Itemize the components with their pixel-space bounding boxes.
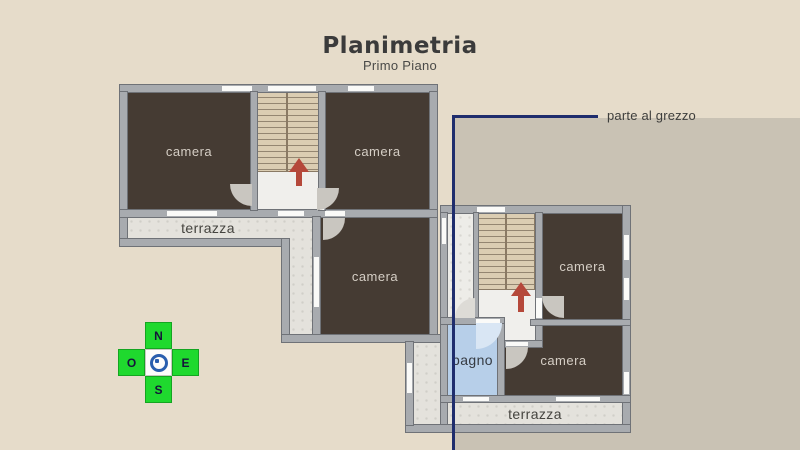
right-stairs-flight-1 (478, 213, 506, 290)
left-wall-west (120, 92, 127, 245)
window (348, 86, 374, 91)
compass-south: S (145, 376, 172, 403)
right-terrace-wall-top (441, 396, 630, 402)
right-hall (447, 213, 474, 318)
right-terrace: terrazza (447, 402, 623, 425)
window (442, 218, 446, 244)
compass-icon (149, 353, 168, 372)
left-room-top-right: camera (325, 92, 430, 210)
right-stairs-flight-2 (506, 213, 535, 290)
compass-center (145, 349, 172, 376)
window (222, 86, 252, 91)
page-title: Planimetria (322, 33, 478, 59)
window (314, 257, 319, 307)
right-bath-wall-east (498, 324, 504, 402)
right-wall-stairs-east (536, 213, 542, 347)
door-gap (476, 319, 500, 323)
door-arc (455, 298, 475, 318)
window (556, 397, 600, 401)
left-corridor-wall-west (282, 239, 289, 342)
left-wall-east (430, 92, 437, 342)
door-gap (506, 342, 528, 346)
left-stairs-flight-1 (257, 92, 287, 172)
left-terrace: terrazza (127, 217, 289, 239)
door-gap (278, 211, 304, 216)
right-corridor (413, 342, 441, 425)
right-stairs-landing-ext (504, 318, 536, 341)
annotation-line-horizontal (452, 115, 598, 118)
right-wall-top (441, 206, 630, 213)
annotation-label: parte al grezzo (607, 108, 696, 123)
right-wall-hall (474, 213, 478, 318)
annotation-line-vertical (452, 115, 455, 450)
stairs-up-arrow-stem (296, 172, 302, 186)
left-room-bottom: camera (320, 217, 430, 335)
left-corridor (289, 217, 313, 335)
compass-west: O (118, 349, 145, 376)
window (268, 86, 316, 91)
compass-rose: N O E S (118, 322, 199, 403)
stairs-up-arrow-icon (511, 282, 531, 296)
door-gap (536, 298, 542, 318)
right-bath-wall-top (441, 318, 504, 324)
window (167, 211, 217, 216)
window (624, 278, 629, 300)
stairs-up-arrow-stem (518, 296, 524, 312)
stairs-up-arrow-icon (289, 158, 309, 172)
left-terrace-wall-bottom (120, 239, 289, 246)
left-wall-bottom (282, 335, 442, 342)
left-wall-stairs-west (251, 92, 257, 210)
right-wall-east (623, 206, 630, 432)
door-gap (463, 397, 489, 401)
right-wall-bottom (406, 425, 630, 432)
page-subtitle: Primo Piano (362, 58, 438, 73)
left-wall-stairs-east (319, 92, 325, 210)
window (624, 372, 629, 394)
window (624, 235, 629, 260)
compass-east: E (172, 349, 199, 376)
window (407, 363, 412, 393)
right-rooms-divider-wall (531, 320, 630, 325)
door-gap (325, 211, 345, 216)
window (477, 207, 505, 212)
left-stairs-landing (257, 172, 319, 211)
compass-north: N (145, 322, 172, 349)
